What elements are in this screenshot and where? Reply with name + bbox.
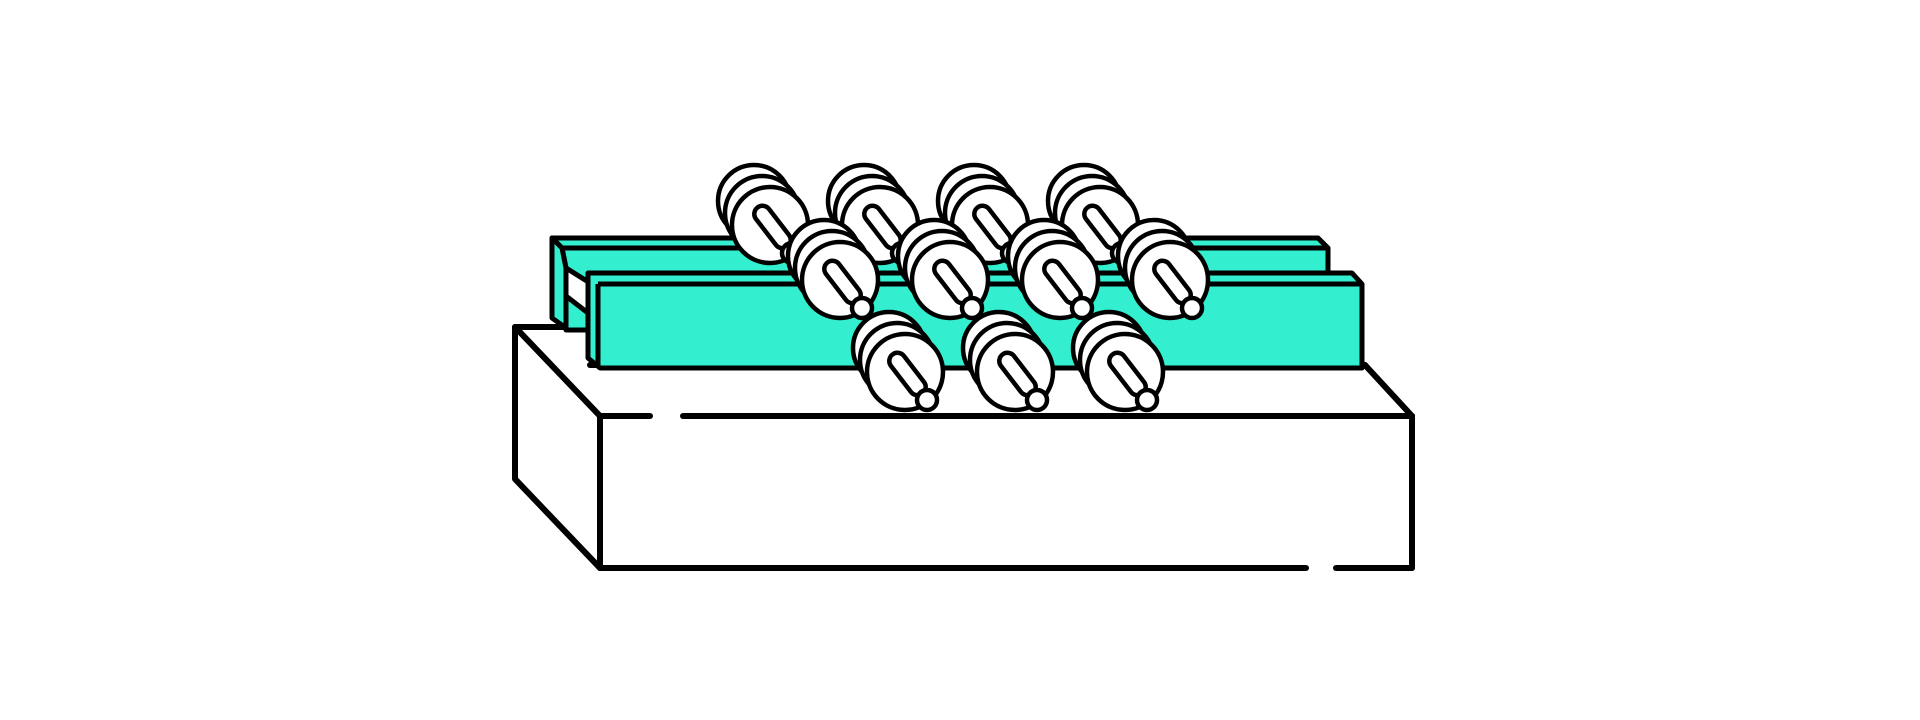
pod-row-bottom: [853, 312, 1163, 410]
